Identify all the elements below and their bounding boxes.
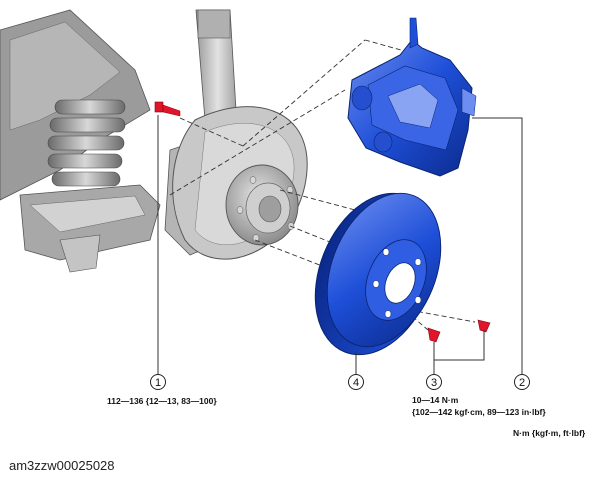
units-legend: N·m {kgf·m, ft·lbf} [513,428,586,438]
callout-2: 2 [514,374,530,390]
svg-text:1: 1 [155,377,161,389]
svg-text:2: 2 [519,377,525,389]
callout-3: 3 [426,374,442,390]
caliper [347,17,477,177]
leader-lines [157,115,523,374]
suspension-assembly [0,9,308,273]
torque-spec-screw-line2: {102—142 kgf·cm, 89—123 in·lbf} [412,407,546,417]
callout-1: 1 [150,374,166,390]
coil-spring [47,99,126,187]
bolt [154,101,181,117]
torque-spec-screw-line1: 10—14 N·m [412,395,459,405]
callout-4: 4 [348,374,364,390]
torque-spec-bolt: 112—136 {12—13, 83—100} [107,396,217,406]
screw [427,319,491,343]
svg-text:3: 3 [431,377,437,389]
figure-code: am3zzw00025028 [9,458,115,473]
svg-text:4: 4 [353,377,359,389]
disc-plate [314,192,442,356]
